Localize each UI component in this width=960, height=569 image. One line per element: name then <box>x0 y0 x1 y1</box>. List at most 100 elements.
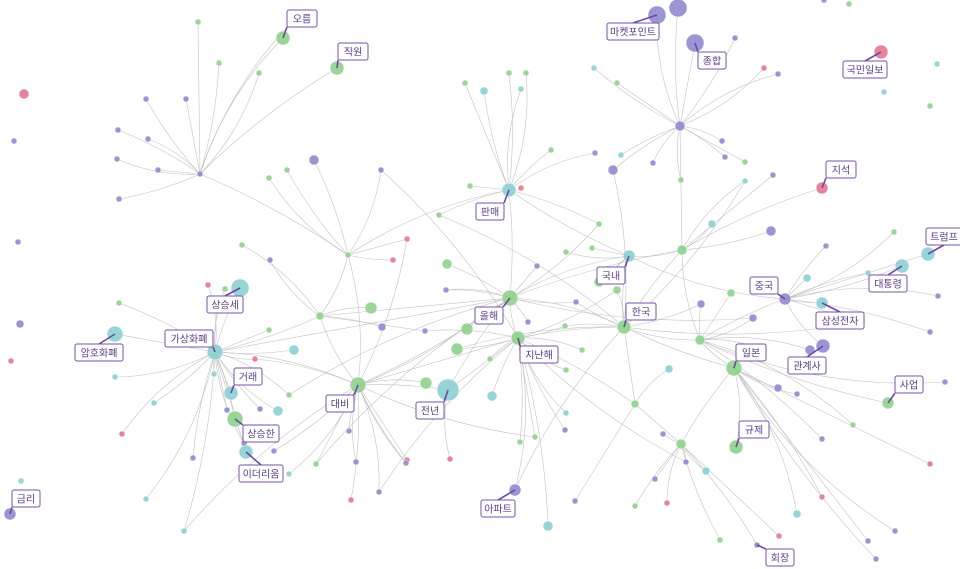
graph-node[interactable] <box>607 164 619 176</box>
graph-node[interactable] <box>682 458 690 466</box>
graph-node[interactable] <box>864 537 872 545</box>
graph-node[interactable] <box>238 241 246 249</box>
hub-node[interactable] <box>694 334 706 346</box>
graph-node[interactable] <box>113 155 121 163</box>
graph-node[interactable] <box>18 88 30 100</box>
graph-node[interactable] <box>775 532 783 540</box>
graph-node[interactable] <box>533 262 541 270</box>
hub-node[interactable] <box>675 438 687 450</box>
graph-node[interactable] <box>617 151 625 159</box>
graph-node[interactable] <box>479 86 489 96</box>
graph-node[interactable] <box>517 184 525 192</box>
hub-node[interactable] <box>676 244 688 256</box>
graph-node[interactable] <box>272 405 284 417</box>
graph-node[interactable] <box>612 285 622 295</box>
graph-node[interactable] <box>522 69 530 77</box>
graph-node[interactable] <box>435 211 443 219</box>
graph-node[interactable] <box>562 409 570 417</box>
graph-node[interactable] <box>115 195 123 203</box>
graph-node[interactable] <box>941 378 949 386</box>
graph-node[interactable] <box>142 95 150 103</box>
graph-node[interactable] <box>926 460 934 468</box>
graph-node[interactable] <box>285 391 293 399</box>
graph-node[interactable] <box>442 286 450 294</box>
graph-node[interactable] <box>562 366 570 374</box>
graph-node[interactable] <box>659 430 667 438</box>
graph-node[interactable] <box>345 427 353 435</box>
graph-node[interactable] <box>364 301 378 315</box>
graph-node[interactable] <box>15 319 25 329</box>
graph-node[interactable] <box>933 60 941 68</box>
graph-node[interactable] <box>255 69 263 77</box>
graph-node[interactable] <box>849 421 857 429</box>
graph-node[interactable] <box>377 322 387 332</box>
graph-node[interactable] <box>377 166 385 174</box>
graph-node[interactable] <box>649 159 657 167</box>
graph-node[interactable] <box>818 493 826 501</box>
graph-node[interactable] <box>707 219 717 229</box>
hub-node[interactable] <box>196 170 204 178</box>
graph-node[interactable] <box>701 466 711 476</box>
graph-node[interactable] <box>651 475 659 483</box>
graph-node[interactable] <box>308 154 320 166</box>
graph-node[interactable] <box>542 520 554 532</box>
graph-node[interactable] <box>17 477 25 485</box>
graph-node[interactable] <box>872 555 880 563</box>
graph-node[interactable] <box>572 298 580 306</box>
graph-node[interactable] <box>769 171 777 179</box>
graph-node[interactable] <box>389 256 397 264</box>
graph-node[interactable] <box>118 430 126 438</box>
graph-node[interactable] <box>142 495 150 503</box>
graph-node[interactable] <box>613 79 621 87</box>
graph-node[interactable] <box>774 70 782 78</box>
graph-node[interactable] <box>664 364 674 374</box>
graph-node[interactable] <box>402 459 410 467</box>
graph-node[interactable] <box>221 285 229 293</box>
graph-node[interactable] <box>741 158 749 166</box>
graph-node[interactable] <box>726 288 736 298</box>
graph-node[interactable] <box>562 248 570 256</box>
graph-node[interactable] <box>7 357 15 365</box>
graph-node[interactable] <box>845 0 853 8</box>
graph-node[interactable] <box>194 18 202 26</box>
graph-node[interactable] <box>891 527 899 535</box>
graph-node[interactable] <box>150 399 158 407</box>
graph-node[interactable] <box>547 146 555 154</box>
graph-node[interactable] <box>486 355 494 363</box>
graph-node[interactable] <box>926 102 934 110</box>
graph-node[interactable] <box>189 454 197 462</box>
graph-node[interactable] <box>446 455 454 463</box>
hub-node[interactable] <box>622 249 636 263</box>
graph-node[interactable] <box>265 326 273 334</box>
graph-node[interactable] <box>631 502 639 510</box>
graph-node[interactable] <box>822 242 830 250</box>
graph-node[interactable] <box>441 258 453 270</box>
graph-node[interactable] <box>721 153 729 161</box>
graph-node[interactable] <box>571 497 579 505</box>
graph-node[interactable] <box>266 256 274 264</box>
graph-node[interactable] <box>663 499 671 507</box>
graph-node[interactable] <box>283 166 291 174</box>
graph-node[interactable] <box>114 126 122 134</box>
graph-node[interactable] <box>590 64 598 72</box>
graph-node[interactable] <box>792 509 802 519</box>
graph-node[interactable] <box>765 225 777 237</box>
graph-node[interactable] <box>578 346 586 354</box>
graph-node[interactable] <box>588 244 596 252</box>
graph-node[interactable] <box>182 95 190 103</box>
graph-node[interactable] <box>347 496 355 504</box>
graph-node[interactable] <box>352 458 360 466</box>
graph-node[interactable] <box>802 273 812 283</box>
graph-node[interactable] <box>204 281 212 289</box>
graph-node[interactable] <box>256 405 264 413</box>
graph-node[interactable] <box>215 59 223 67</box>
graph-node[interactable] <box>14 238 22 246</box>
graph-node[interactable] <box>419 376 433 390</box>
graph-node[interactable] <box>820 0 828 4</box>
graph-node[interactable] <box>531 433 539 441</box>
graph-node[interactable] <box>516 438 524 446</box>
graph-node[interactable] <box>773 383 783 393</box>
graph-node[interactable] <box>312 460 320 468</box>
graph-node[interactable] <box>265 174 273 182</box>
hub-node[interactable] <box>344 251 352 259</box>
